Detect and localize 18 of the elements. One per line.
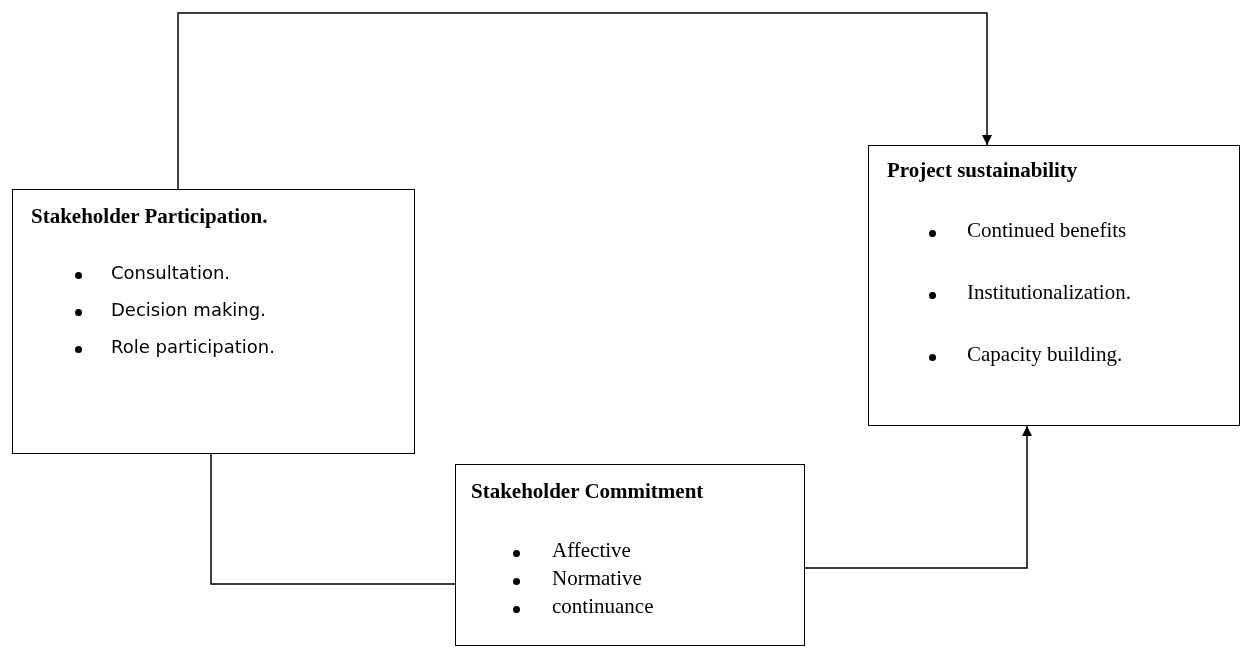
- text-box: [12, 189, 415, 454]
- bullet-item: Consultation.: [111, 262, 231, 283]
- text-box: [455, 464, 805, 646]
- bullet-item: Normative: [552, 566, 642, 591]
- bullet-item: Continued benefits: [967, 218, 1127, 243]
- bullet-item: Role participation.: [111, 336, 275, 357]
- bullet-item: Affective: [552, 538, 631, 563]
- bullet-item: continuance: [552, 594, 654, 619]
- box-heading: Stakeholder Participation.: [31, 204, 268, 229]
- box-heading: Stakeholder Commitment: [471, 479, 704, 504]
- bullet-item: Institutionalization.: [967, 280, 1131, 305]
- bullet-item: Capacity building.: [967, 342, 1123, 367]
- connector-line: [210, 453, 456, 585]
- text-box: [868, 145, 1240, 426]
- box-heading: Project sustainability: [887, 158, 1078, 183]
- arrow: [804, 425, 1032, 569]
- bullet-item: Decision making.: [111, 299, 266, 320]
- arrow: [177, 12, 992, 190]
